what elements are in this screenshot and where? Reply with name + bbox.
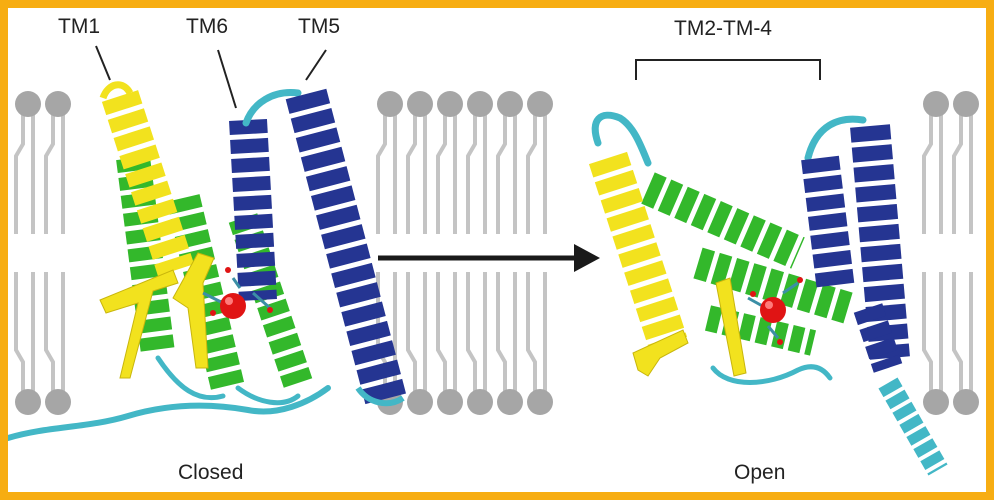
closed-state-label: Closed (178, 461, 244, 484)
open-cyan-blue-connector (804, 115, 867, 162)
closed-yellow-helix (101, 90, 195, 276)
phospholipid-icon (44, 91, 71, 234)
open-cyan-tail-helix (878, 377, 948, 476)
phospholipid-icon (952, 272, 979, 415)
closed-yellow-strand-2 (172, 252, 215, 369)
phospholipid-icon (526, 272, 553, 415)
open-green-helix-2 (693, 247, 853, 324)
closed-blue-helix-tm6 (229, 118, 277, 302)
tm6-label: TM6 (186, 15, 228, 38)
open-ion-highlight (765, 301, 773, 309)
open-green-helix-1 (641, 172, 805, 269)
open-state-label: Open (734, 461, 786, 484)
closed-ligand-sticks (202, 277, 271, 310)
phospholipid-icon (466, 272, 493, 415)
phospholipid-icon (922, 91, 949, 234)
open-yellow-strand-2 (715, 277, 747, 377)
tm1-label: TM1 (58, 15, 100, 38)
phospholipid-icon (496, 272, 523, 415)
open-protein (588, 111, 948, 476)
closed-cyan-tm5-end (355, 386, 405, 407)
diagram-canvas (8, 45, 979, 476)
open-blue-helix-c (853, 303, 903, 373)
phospholipid-icon (922, 272, 949, 415)
open-blue-helix-a (801, 155, 855, 293)
tm2-tm4-bracket (635, 59, 821, 80)
closed-yellow-top-loop (99, 81, 134, 100)
open-yellow-helix (588, 151, 688, 350)
label-pointer-lines (95, 45, 327, 109)
phospholipid-icon (496, 91, 523, 234)
closed-yellow-strand-1 (99, 269, 179, 379)
phospholipid-icon (436, 272, 463, 415)
phospholipid-icon (952, 91, 979, 234)
lipid-bilayers (14, 91, 979, 415)
phospholipid-icon (376, 91, 403, 234)
phospholipid-icon (526, 91, 553, 234)
closed-ion-highlight (225, 297, 233, 305)
phospholipid-icon (406, 91, 433, 234)
phospholipid-icon (14, 272, 41, 415)
open-oxygen-atoms (750, 277, 803, 345)
tm6-pointer (217, 49, 237, 109)
phospholipid-icon (436, 91, 463, 234)
open-cyan-top-loop (591, 111, 652, 167)
open-blue-helix-b (850, 124, 910, 360)
tm1-pointer (95, 45, 111, 81)
phospholipid-icon (406, 272, 433, 415)
closed-protein (8, 81, 407, 441)
closed-oxygen-atoms (210, 267, 273, 316)
phospholipid-icon (14, 91, 41, 234)
tm2-tm4-label: TM2-TM-4 (674, 17, 772, 40)
closed-blue-helix-tm5 (285, 88, 407, 406)
closed-metal-ion-sphere-icon (220, 293, 246, 319)
open-cyan-bottom-loop (710, 364, 833, 385)
tm5-pointer (305, 49, 327, 81)
phospholipid-icon (466, 91, 493, 234)
phospholipid-icon (44, 272, 71, 415)
tm5-label: TM5 (298, 15, 340, 38)
closed-cyan-connector (242, 89, 302, 127)
closed-green-helix-1 (116, 155, 175, 356)
closed-cyan-loop (155, 355, 301, 406)
closed-cyan-tail (8, 385, 331, 441)
open-metal-ion-sphere-icon (760, 297, 786, 323)
open-yellow-strand-1 (632, 329, 689, 377)
right-arrow-icon (378, 244, 600, 272)
